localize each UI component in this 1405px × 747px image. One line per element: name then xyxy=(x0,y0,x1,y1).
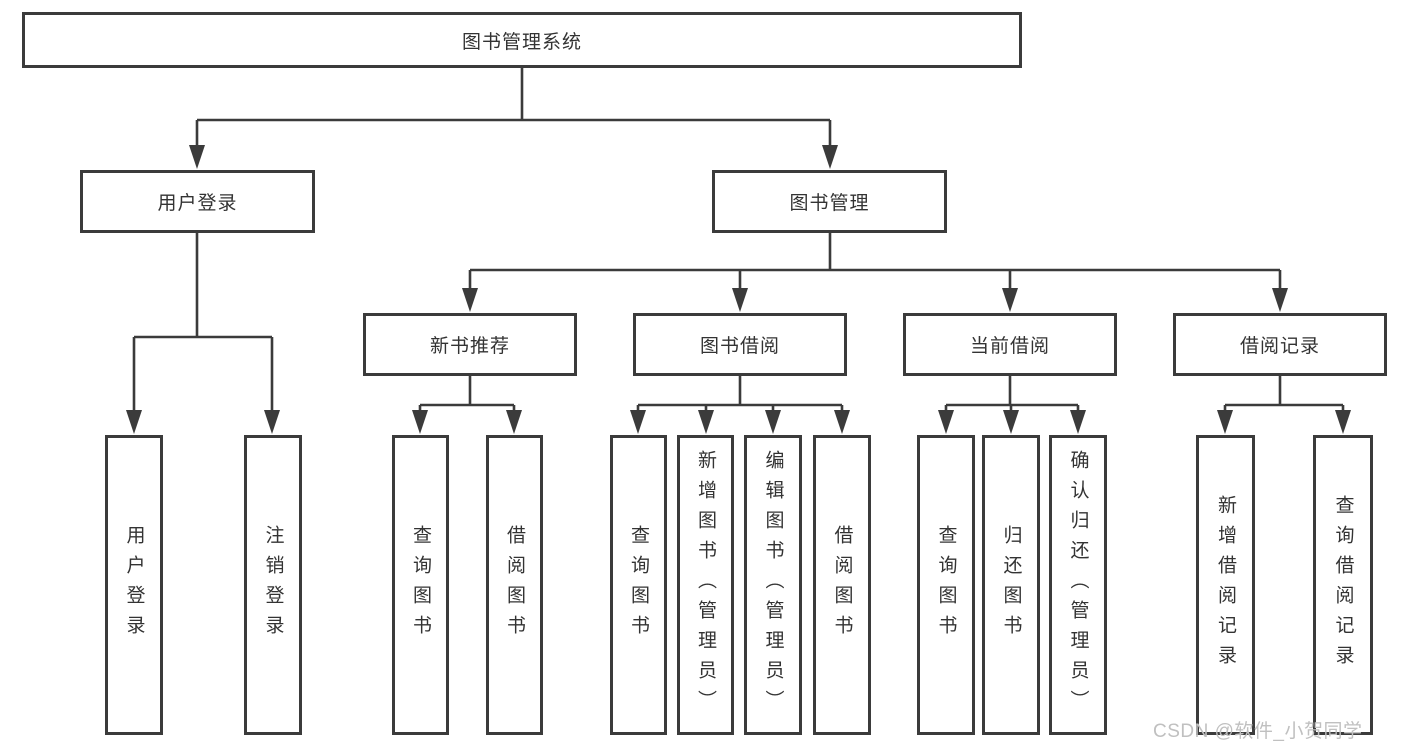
arrowhead-current-confirm xyxy=(1070,410,1086,434)
arrowhead-newbooks-query xyxy=(412,410,428,434)
edge-new-books-branch xyxy=(412,376,522,434)
leaf-newbooks-query: 查询图书 xyxy=(392,435,449,735)
node-book-mgmt: 图书管理 xyxy=(712,170,947,233)
leaf-logout-label: 注销登录 xyxy=(262,525,284,645)
arrowhead-records-query xyxy=(1335,410,1351,434)
node-current-borrow: 当前借阅 xyxy=(903,313,1117,376)
arrowhead-current-query xyxy=(938,410,954,434)
node-borrow-records-label: 借阅记录 xyxy=(1239,336,1320,357)
leaf-records-add-label: 新增借阅记录 xyxy=(1215,495,1236,675)
leaf-current-confirm: 确认归还（管理员） xyxy=(1049,435,1107,735)
arrowhead-leaf-user-login xyxy=(126,410,142,434)
edge-book-borrow-branch xyxy=(630,376,850,434)
leaf-newbooks-borrow-label: 借阅图书 xyxy=(504,525,525,645)
leaf-borrow-borrow-label: 借阅图书 xyxy=(831,525,853,645)
node-book-borrow: 图书借阅 xyxy=(633,313,847,376)
arrowhead-user-login xyxy=(189,145,205,169)
leaf-newbooks-query-label: 查询图书 xyxy=(410,525,431,645)
arrowhead-borrow-records xyxy=(1272,288,1288,312)
arrowhead-leaf-logout xyxy=(264,410,280,434)
arrowhead-borrow-edit xyxy=(765,410,781,434)
arrowhead-book-mgmt xyxy=(822,145,838,169)
node-current-borrow-label: 当前借阅 xyxy=(969,336,1050,357)
leaf-current-confirm-label: 确认归还（管理员） xyxy=(1067,450,1089,720)
leaf-records-query: 查询借阅记录 xyxy=(1313,435,1373,735)
csdn-watermark: CSDN @软件_小贺同学 xyxy=(1153,721,1363,742)
leaf-newbooks-borrow: 借阅图书 xyxy=(486,435,543,735)
leaf-user-login-label: 用户登录 xyxy=(123,525,145,645)
node-book-mgmt-label: 图书管理 xyxy=(789,193,870,214)
arrowhead-records-add xyxy=(1217,410,1233,434)
edge-borrow-records-branch xyxy=(1217,376,1351,434)
node-root-label: 图书管理系统 xyxy=(461,31,582,53)
leaf-current-query-label: 查询图书 xyxy=(935,525,957,645)
leaf-logout: 注销登录 xyxy=(244,435,302,735)
node-book-borrow-label: 图书借阅 xyxy=(699,336,780,357)
leaf-borrow-edit: 编辑图书（管理员） xyxy=(744,435,802,735)
node-root: 图书管理系统 xyxy=(22,12,1022,68)
leaf-records-add: 新增借阅记录 xyxy=(1196,435,1255,735)
node-user-login: 用户登录 xyxy=(80,170,315,233)
node-new-books: 新书推荐 xyxy=(363,313,577,376)
edge-book-mgmt-branch xyxy=(462,233,1288,312)
edge-user-login-branch xyxy=(126,233,280,434)
leaf-current-return-label: 归还图书 xyxy=(1000,525,1022,645)
arrowhead-borrow-add xyxy=(698,410,714,434)
arrowhead-borrow-borrow xyxy=(834,410,850,434)
arrowhead-new-books xyxy=(462,288,478,312)
arrowhead-newbooks-borrow xyxy=(506,410,522,434)
leaf-user-login: 用户登录 xyxy=(105,435,163,735)
edge-current-borrow-branch xyxy=(938,376,1086,434)
leaf-borrow-add-label: 新增图书（管理员） xyxy=(695,450,716,720)
edge-root-to-level2 xyxy=(189,68,838,169)
leaf-borrow-edit-label: 编辑图书（管理员） xyxy=(762,450,784,720)
node-new-books-label: 新书推荐 xyxy=(429,336,510,357)
node-borrow-records: 借阅记录 xyxy=(1173,313,1387,376)
arrowhead-book-borrow xyxy=(732,288,748,312)
leaf-borrow-add: 新增图书（管理员） xyxy=(677,435,734,735)
leaf-borrow-borrow: 借阅图书 xyxy=(813,435,871,735)
leaf-borrow-query: 查询图书 xyxy=(610,435,667,735)
leaf-records-query-label: 查询借阅记录 xyxy=(1332,495,1354,675)
leaf-current-query: 查询图书 xyxy=(917,435,975,735)
leaf-borrow-query-label: 查询图书 xyxy=(628,525,649,645)
arrowhead-borrow-query xyxy=(630,410,646,434)
node-user-login-label: 用户登录 xyxy=(157,193,238,214)
leaf-current-return: 归还图书 xyxy=(982,435,1040,735)
arrowhead-current-return xyxy=(1003,410,1019,434)
arrowhead-current-borrow xyxy=(1002,288,1018,312)
